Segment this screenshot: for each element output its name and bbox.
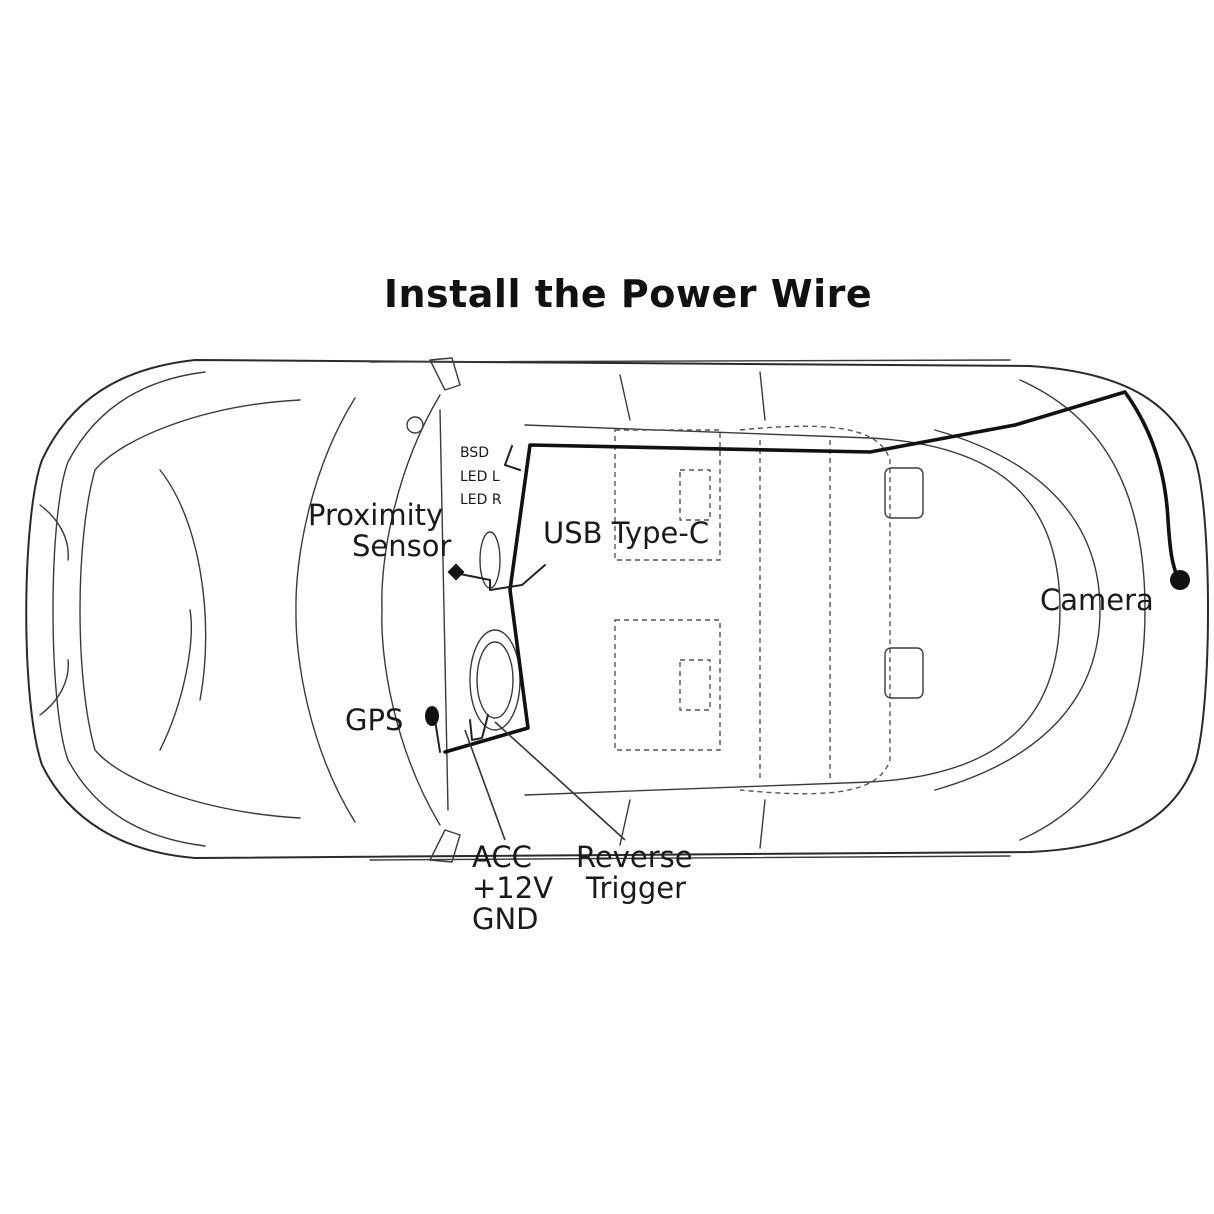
acc-label: ACC +12V GND <box>472 842 553 935</box>
gps-marker <box>425 706 439 726</box>
led-l-label: LED L <box>460 469 500 485</box>
rear-bench <box>739 425 891 795</box>
proximity-label-line1: Proximity <box>308 498 444 532</box>
acc-label-line2: +12V <box>472 871 554 905</box>
proximity-wire <box>454 564 546 591</box>
proximity-label: Proximity Sensor <box>308 500 451 562</box>
page-title: Install the Power Wire <box>383 272 873 316</box>
bsd-label: BSD <box>460 445 490 461</box>
led-r-label: LED R <box>460 492 502 508</box>
reverse-label-line2: Trigger <box>586 871 687 905</box>
roof-outline <box>524 424 1061 796</box>
gps-label: GPS <box>345 703 404 737</box>
gps-wire <box>434 719 441 753</box>
acc-leader <box>464 729 506 841</box>
reverse-trigger-label: Reverse Trigger <box>576 842 693 904</box>
right-mirror <box>429 829 461 863</box>
power-wire <box>443 390 1180 754</box>
reverse-label-line1: Reverse <box>576 840 693 874</box>
bsd-connector-wire <box>504 445 521 471</box>
left-mirror <box>429 357 461 391</box>
rear-window <box>934 429 1101 791</box>
acc-label-line1: ACC <box>472 840 532 874</box>
front-seat-left <box>614 429 721 561</box>
reverse-leader <box>494 721 626 841</box>
windshield <box>295 397 356 823</box>
car-body-outline <box>25 359 1209 859</box>
camera-marker <box>1170 570 1190 590</box>
proximity-label-line2: Sensor <box>352 529 452 563</box>
front-seat-right <box>614 619 721 751</box>
camera-label: Camera <box>1040 583 1154 617</box>
usb-type-c-label: USB Type-C <box>543 516 710 550</box>
acc-label-line3: GND <box>472 902 539 936</box>
proximity-sensor-marker <box>447 563 465 581</box>
hood-outline <box>79 399 301 819</box>
